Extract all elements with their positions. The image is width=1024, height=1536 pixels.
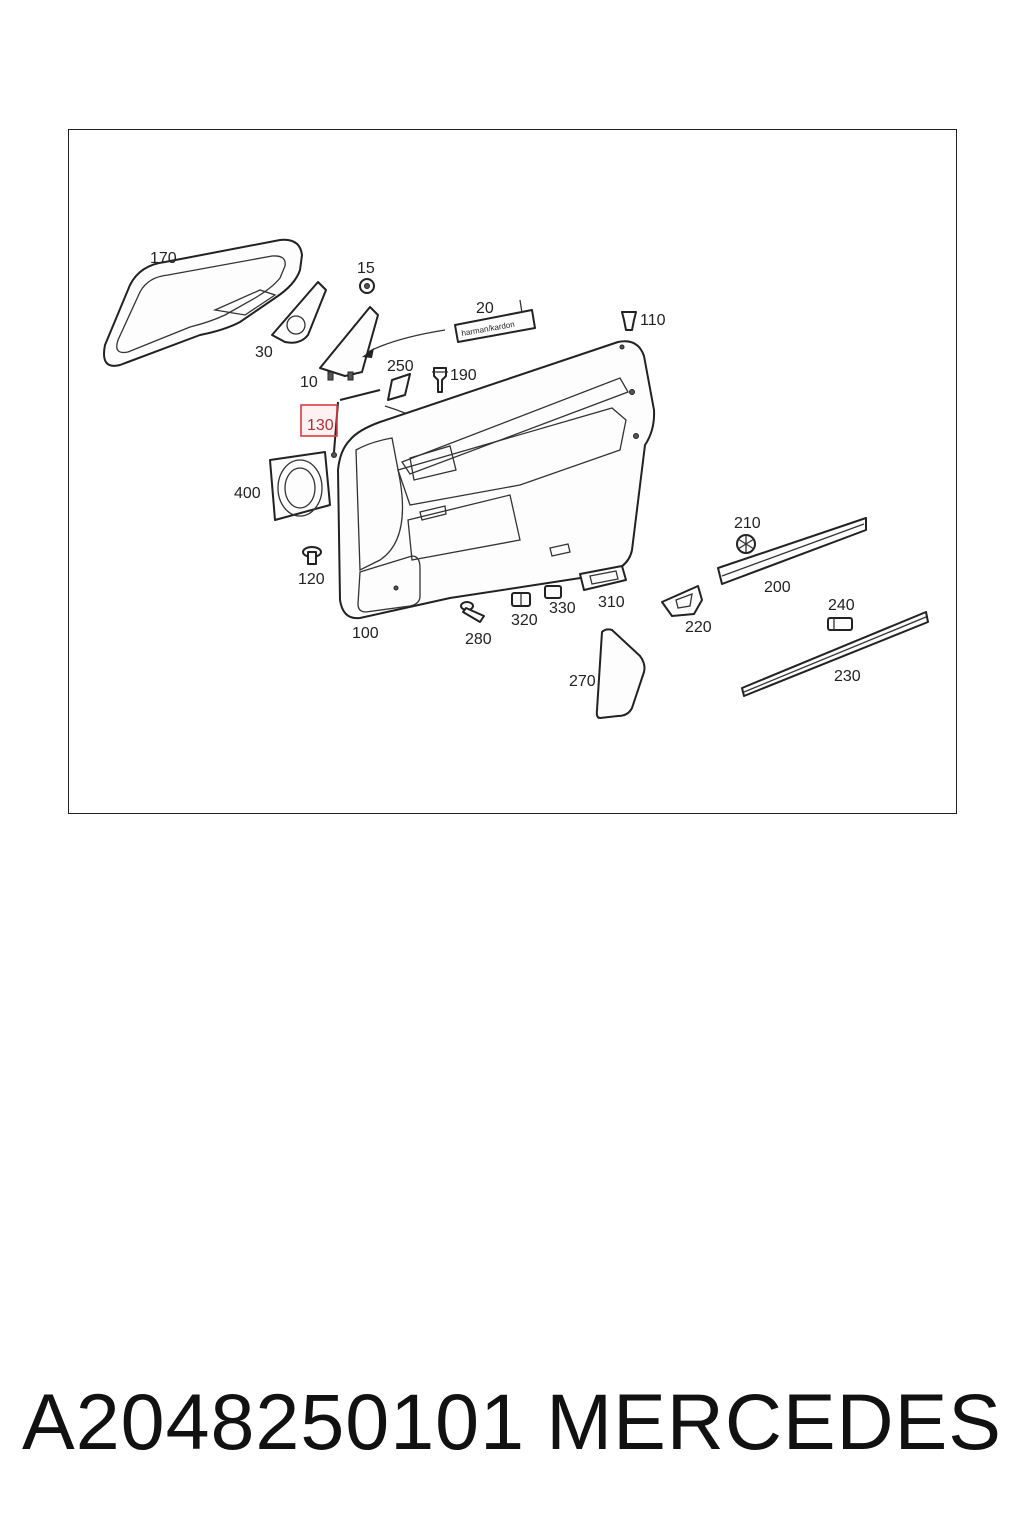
part-210-emblem [736,534,756,554]
part-20-badge: harman/kardon [454,299,536,343]
part-10-mirror-cover [319,306,379,381]
callout-230: 230 [834,668,861,685]
callout-320: 320 [511,612,538,629]
callout-30: 30 [255,344,273,361]
part-230-lower-trim [741,611,929,697]
callout-100: 100 [352,625,379,642]
part-330-switch [544,585,562,599]
part-190-push-clip [432,367,448,393]
callout-130: 130 [307,417,334,434]
highlight-box-130 [300,404,338,437]
part-280-screw [460,601,485,623]
callout-15: 15 [357,260,375,277]
callout-240: 240 [828,597,855,614]
callout-280: 280 [465,631,492,648]
callout-400: 400 [234,485,261,502]
part-250-plate [387,373,411,401]
part-110-screw [621,311,637,331]
part-30-tweeter [271,281,327,344]
part-310-switch-unit [579,565,627,591]
part-240-clip [827,617,853,631]
part-270-cover [595,628,646,719]
callout-120: 120 [298,571,325,588]
part-220-handle-bracket [661,585,703,617]
part-number: A2048250101 [22,1377,526,1466]
brand-name: MERCEDES [546,1377,1002,1466]
part-200-trim-strip [717,517,867,585]
callout-250: 250 [387,358,414,375]
part-100-door-panel [337,340,656,620]
callout-10: 10 [300,374,318,391]
part-15-clip [359,278,375,294]
callout-310: 310 [598,594,625,611]
callout-270: 270 [569,673,596,690]
part-320-switch [511,592,531,607]
part-120-clip [302,546,322,565]
part-170-window-trim [103,238,303,367]
callout-170: 170 [150,250,177,267]
callout-110: 110 [640,312,666,329]
callout-20: 20 [476,300,494,317]
callout-330: 330 [549,600,576,617]
product-footer: A2048250101 MERCEDES [22,1372,1002,1472]
callout-200: 200 [764,579,791,596]
callout-210: 210 [734,515,761,532]
callout-190: 190 [450,367,477,384]
part-400-speaker-ring [269,451,331,521]
callout-220: 220 [685,619,712,636]
